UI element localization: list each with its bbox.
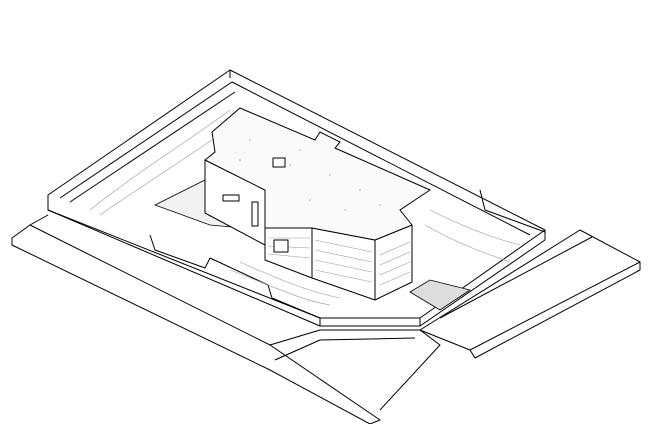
roof [204,107,432,241]
siding [267,237,411,286]
window [273,239,289,253]
door [251,201,259,227]
ground-plane [11,214,441,424]
house [204,107,432,301]
terrain-contours [89,109,521,306]
sidewalk-right [419,229,641,359]
window [222,194,240,202]
roof-hatch-icon [272,157,286,168]
roof-gravel [239,139,381,211]
driveway [409,279,471,311]
